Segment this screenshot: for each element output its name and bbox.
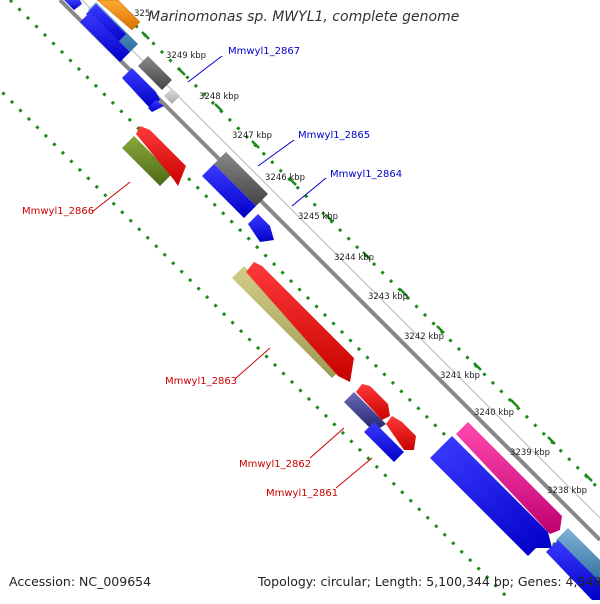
tick-label: 3246 kbp (265, 173, 305, 183)
cds-steelblue-lower (556, 528, 600, 584)
cds-red-2862-b (386, 416, 416, 450)
tick-labels: 325 3249 kbp 3248 kbp 3247 kbp 3246 kbp 3245 … (134, 9, 587, 496)
cds-pink (456, 422, 562, 534)
cds-blue-lower-3 (546, 540, 600, 600)
tick-label: 3238 kbp (547, 486, 587, 496)
gc-skew-track-inner (0, 87, 512, 602)
gene-mmwyl1-2862-block (344, 392, 386, 432)
gene-light-block (164, 88, 180, 104)
gene-mmwyl1-2864-block (202, 164, 256, 218)
cds-blue-lower (440, 436, 552, 548)
cds-blue-top-1 (64, 0, 82, 10)
cds-blue-2867-tip (148, 100, 164, 112)
tick-label: 3249 kbp (166, 51, 206, 61)
tick-label: 3241 kbp (440, 371, 480, 381)
gene-mmwyl1-2866-block (122, 136, 172, 186)
gene-labels: Mmwyl1_2867Mmwyl1_2865Mmwyl1_2864Mmwyl1_… (22, 46, 402, 499)
tick-label: 3248 kbp (199, 92, 239, 102)
tick-label: 3242 kbp (404, 332, 444, 342)
leader-lines (91, 55, 373, 489)
gene-label-mmwyl1-2861: Mmwyl1_2861 (266, 488, 338, 499)
gene-label-mmwyl1-2867: Mmwyl1_2867 (228, 46, 300, 57)
cds-blue-2867 (122, 68, 160, 108)
tick-label: 3245 kbp (298, 212, 338, 222)
cds-red-2863 (246, 262, 354, 382)
tick-marks (141, 31, 593, 482)
gene-mmwyl1-2867-block (138, 56, 172, 90)
gene-mmwyl1-2865-block (214, 152, 268, 206)
map-title: Marinomonas sp. MWYL1, complete genome (148, 9, 460, 25)
backbone-outer (81, 0, 600, 519)
tick-label: 3240 kbp (474, 408, 514, 418)
tick-label: 3239 kbp (510, 448, 550, 458)
gene-label-mmwyl1-2865: Mmwyl1_2865 (298, 130, 370, 141)
tick-label: 3244 kbp (334, 253, 374, 263)
tick-label: 325 (134, 9, 150, 19)
gene-mmwyl1-2861-block (364, 422, 404, 462)
cds-blue-top-3 (80, 12, 130, 62)
tick-label: 3247 kbp (232, 131, 272, 141)
gene-label-mmwyl1-2862: Mmwyl1_2862 (239, 459, 311, 470)
tick-label: 3243 kbp (368, 292, 408, 302)
gene-label-mmwyl1-2864: Mmwyl1_2864 (330, 169, 402, 180)
gene-label-mmwyl1-2863: Mmwyl1_2863 (165, 376, 237, 387)
accession-label: Accession: NC_009654 (9, 574, 152, 589)
cds-orange (96, 0, 141, 31)
cds-red-2862 (356, 384, 390, 420)
cds-blue-lower-2 (430, 446, 540, 556)
gc-skew-track-mid (108, 0, 600, 492)
genome-summary: Topology: circular; Length: 5,100,344 bp… (258, 574, 600, 589)
cds-blue-top-2 (86, 4, 126, 44)
gene-label-mmwyl1-2866: Mmwyl1_2866 (22, 206, 94, 217)
cds-blue-2864-tip (248, 214, 274, 242)
cds-red-2866 (136, 126, 186, 186)
